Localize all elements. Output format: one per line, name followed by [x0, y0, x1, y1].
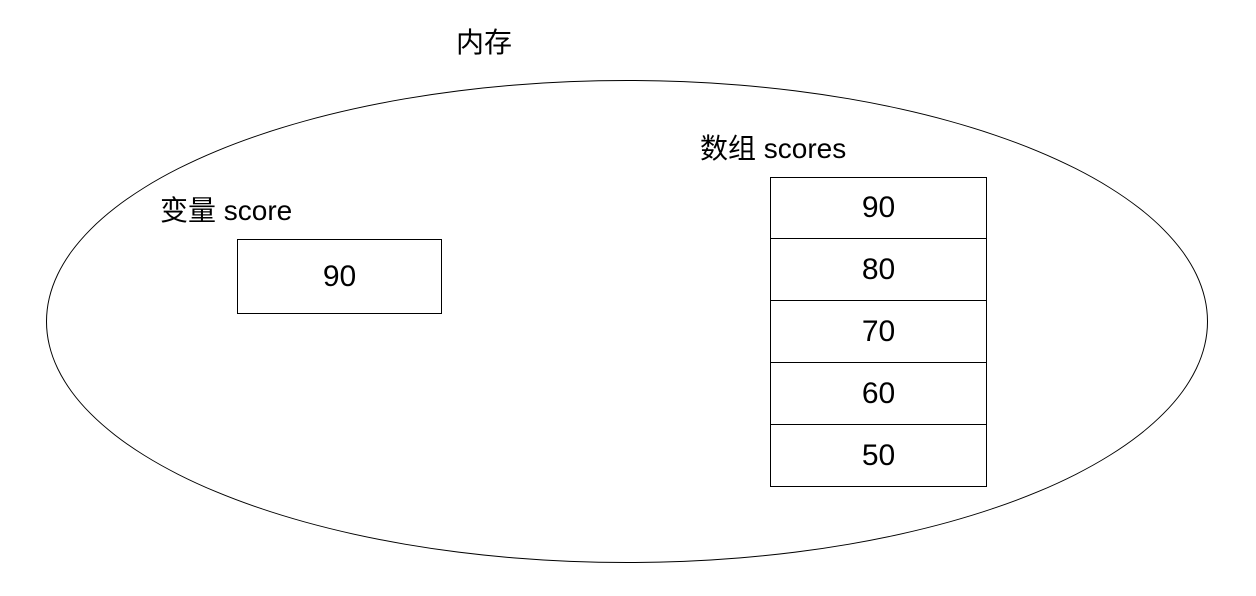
array-cell-3: 60 [770, 363, 987, 425]
array-cell-2: 70 [770, 301, 987, 363]
array-cell-1: 80 [770, 239, 987, 301]
variable-box: 90 [237, 239, 442, 314]
array-box: 90 80 70 60 50 [770, 177, 987, 487]
array-cell-0: 90 [770, 177, 987, 239]
memory-ellipse-outline [46, 80, 1208, 563]
array-cell-4: 50 [770, 425, 987, 487]
array-label: 数组 scores [700, 133, 847, 164]
variable-label: 变量 score [160, 195, 293, 226]
diagram-title: 内存 [455, 27, 512, 58]
variable-value: 90 [322, 259, 357, 293]
